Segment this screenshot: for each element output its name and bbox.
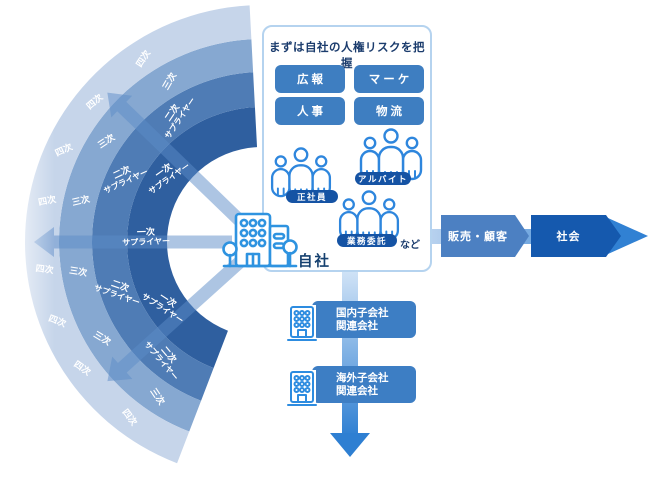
- own-company-risk-box: まずは自社の人権リスクを把握 広報 マーケ 人事 物流: [262, 25, 432, 272]
- dept-button-pr: 広報: [275, 65, 345, 93]
- ring-label-third-tier: 三次: [71, 193, 91, 208]
- sales-customer-label: 販売・顧客: [448, 231, 508, 243]
- overseas-subsidiary-line2: 関連会社: [336, 384, 378, 397]
- domestic-subsidiary-line2: 関連会社: [336, 319, 378, 332]
- ring-fourth-tier: [25, 5, 252, 464]
- dept-button-hr: 人事: [275, 97, 345, 125]
- etc-label: など: [400, 240, 420, 251]
- radial-arrow: [107, 257, 245, 382]
- overseas-subsidiary-box: 海外子会社 関連会社: [312, 366, 416, 403]
- domestic-subsidiary-box: 国内子会社 関連会社: [312, 301, 416, 338]
- outsourced-pill: 業務委託: [337, 234, 397, 247]
- overseas-subsidiary-line1: 海外子会社: [336, 371, 389, 384]
- domestic-subsidiary-line1: 国内子会社: [336, 306, 389, 319]
- employees-pill: 正社員: [286, 190, 338, 203]
- society-chevron: [531, 215, 621, 257]
- parttime-pill: アルバイト: [355, 172, 411, 185]
- domestic-subsidiary-building-icon: [287, 305, 317, 343]
- ring-third-tier: [59, 39, 254, 432]
- downstream-flow-right: [432, 215, 648, 257]
- sales-customer-chevron: [441, 215, 529, 257]
- society-label: 社会: [556, 231, 581, 243]
- ring-label-third-tier: 三次: [69, 264, 89, 278]
- dept-button-logistics: 物流: [354, 97, 424, 125]
- dept-button-marketing: マーケ: [354, 65, 424, 93]
- fan-left-fade: [0, 0, 55, 478]
- own-company-building-icon: [222, 212, 298, 268]
- right-arrow-head: [608, 218, 648, 254]
- overseas-subsidiary-building-icon: [287, 370, 317, 408]
- ring-first-tier-supplier: [127, 107, 258, 369]
- risk-box-title: まずは自社の人権リスクを把握: [269, 42, 425, 70]
- down-arrow-shaft: [342, 272, 358, 437]
- own-company-label: 自社: [298, 254, 331, 270]
- ring-label-first-tier-supplier: 一次サプライヤー: [122, 225, 170, 247]
- down-arrow-head: [330, 433, 370, 457]
- ring-second-tier-supplier: [91, 72, 255, 401]
- radial-arrow: [107, 92, 245, 226]
- radial-arrow: [34, 227, 232, 257]
